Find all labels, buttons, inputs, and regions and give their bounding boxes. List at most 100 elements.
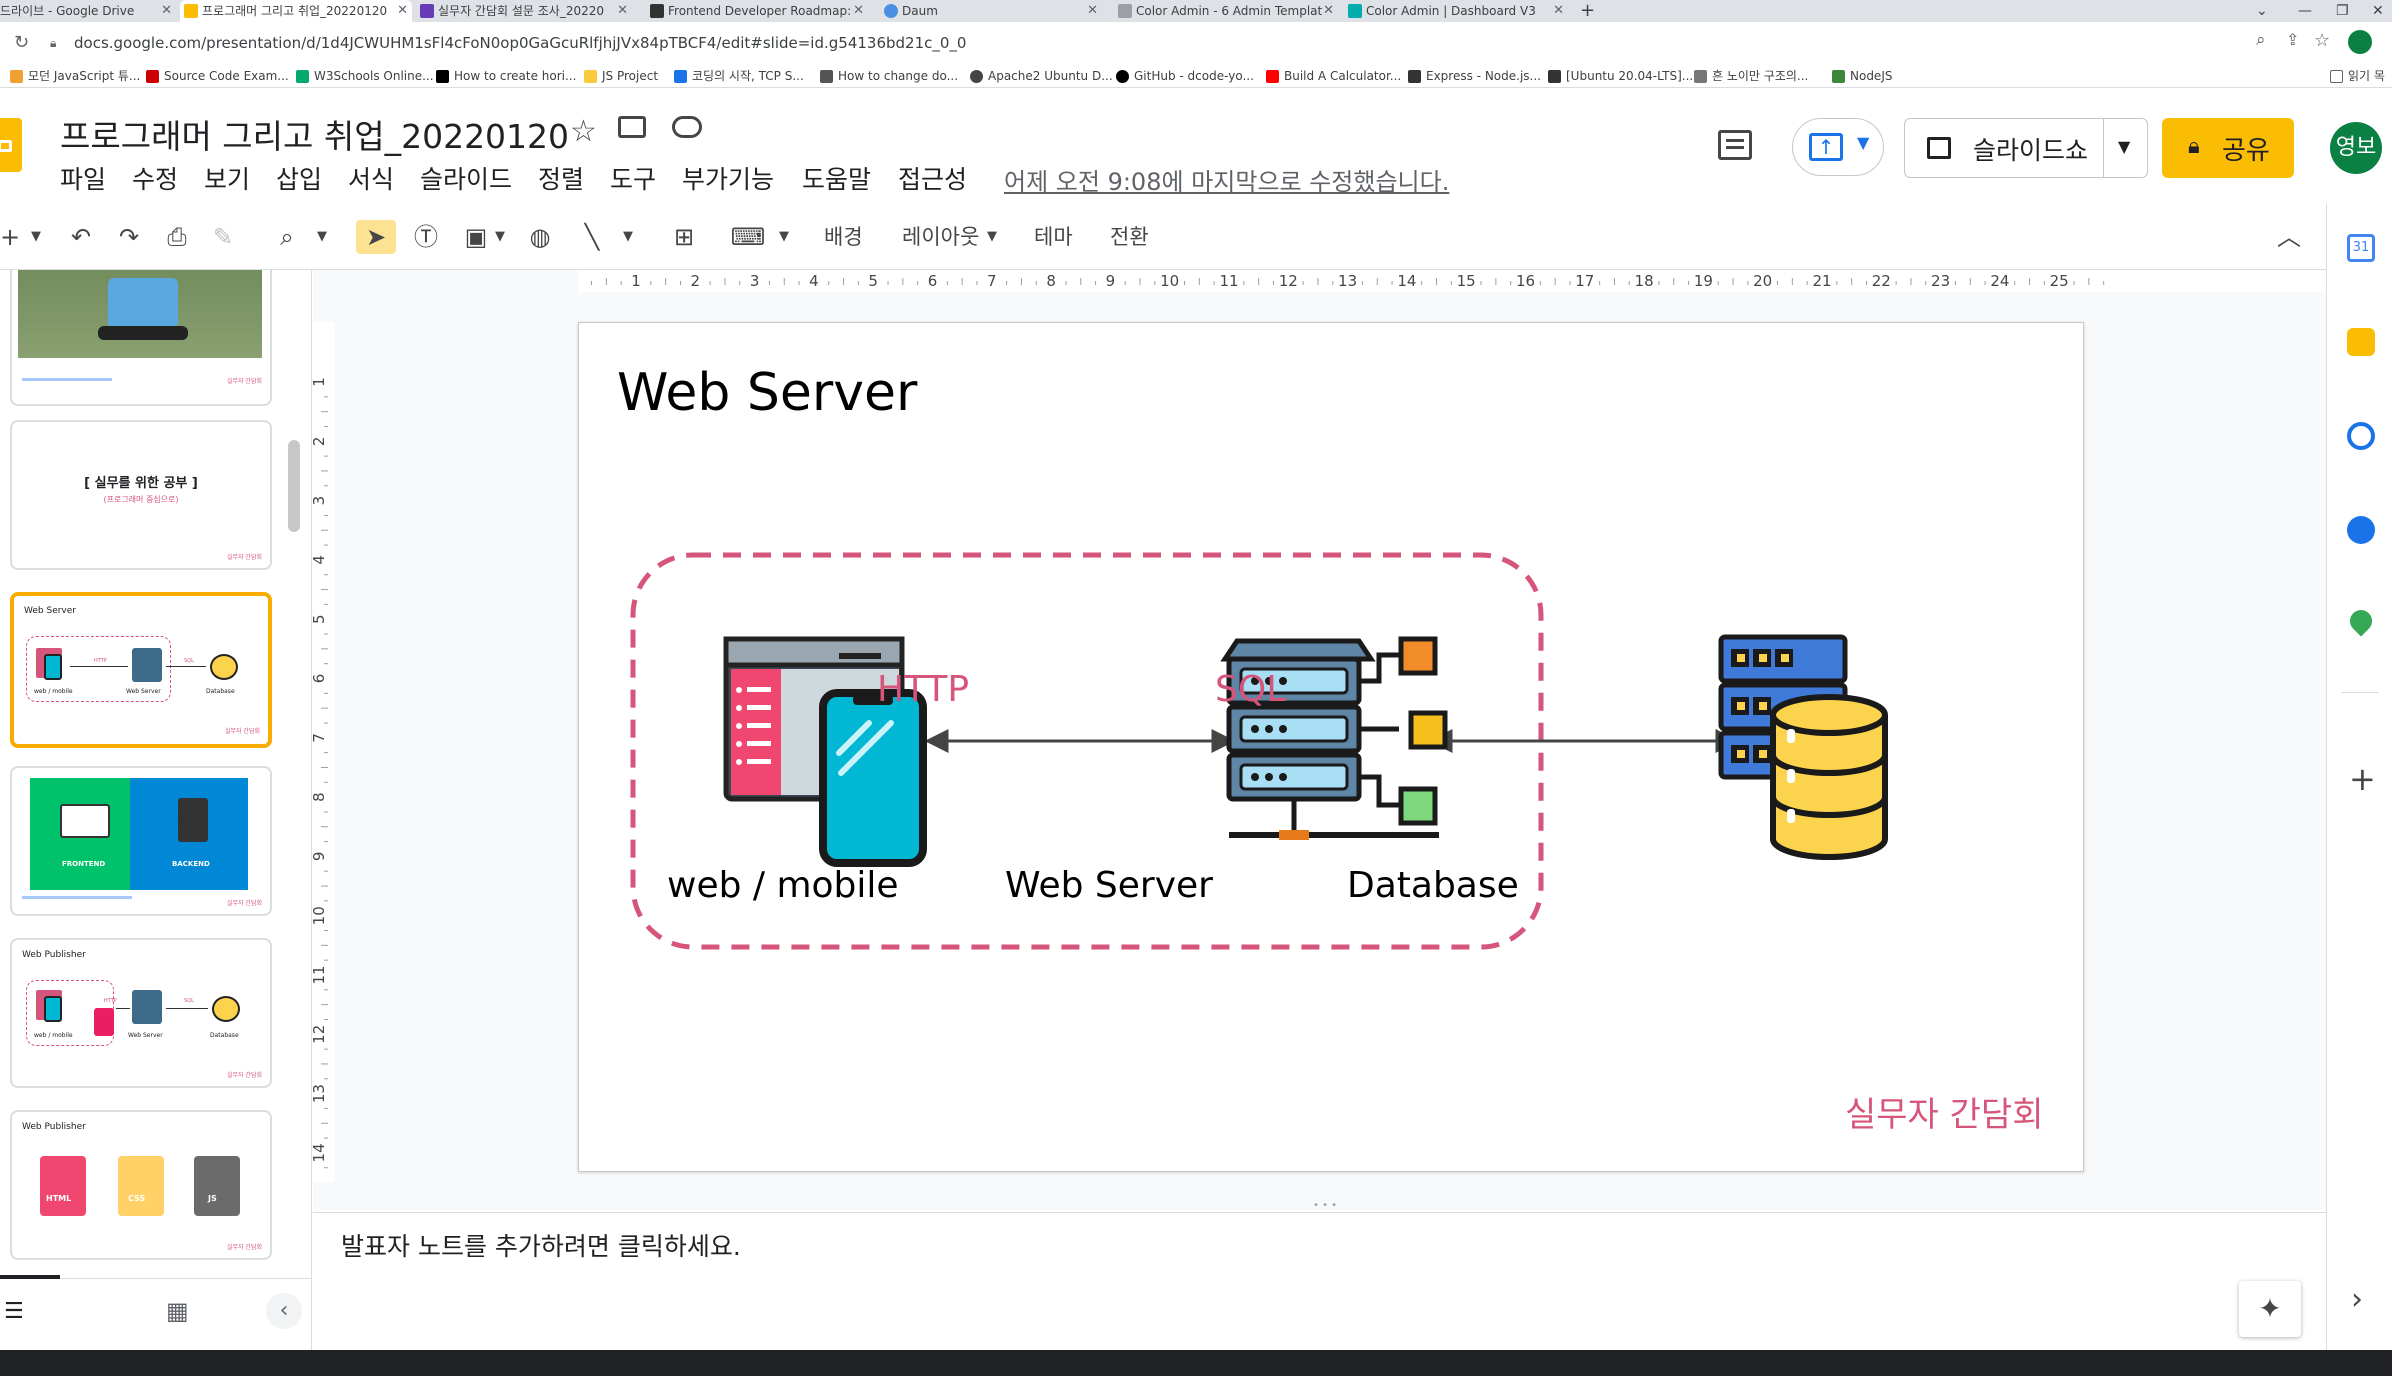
bookmark-star-icon[interactable]: ☆ [2314, 30, 2331, 51]
slideshow-options-button[interactable]: ▼ [2103, 119, 2147, 177]
slide-thumbnail[interactable]: FRONTEND BACKEND 실무자 간담회 [10, 766, 272, 916]
menu-accessibility[interactable]: 접근성 [898, 165, 968, 194]
input-tools-icon[interactable]: ⌨ [730, 223, 766, 251]
present-to-meeting-button[interactable]: ↑ ▼ [1792, 118, 1884, 176]
chevron-down-icon[interactable]: ▼ [623, 229, 633, 244]
share-button[interactable]: 🔒︎ 공유 [2162, 118, 2294, 178]
maps-icon[interactable] [2345, 605, 2377, 637]
chevron-down-icon[interactable]: ▼ [317, 229, 327, 244]
web-server-label[interactable]: Web Server [1005, 865, 1213, 906]
cloud-saved-icon[interactable] [672, 116, 702, 138]
print-icon[interactable]: ⎙ [167, 223, 187, 251]
chevron-down-icon[interactable]: ▼ [31, 229, 41, 244]
bookmark-item[interactable]: Apache2 Ubuntu D... [970, 64, 1113, 88]
minimize-icon[interactable]: — [2298, 3, 2312, 19]
reload-icon[interactable]: ↻ [14, 32, 30, 53]
bookmark-item[interactable]: [Ubuntu 20.04-LTS]... [1548, 64, 1693, 88]
zoom-icon[interactable]: ⌕ [2256, 30, 2266, 50]
collapse-toolbar-icon[interactable]: ︿ [2277, 223, 2301, 251]
line-icon[interactable]: ╲ [584, 223, 600, 251]
browser-tab[interactable]: Color Admin | Dashboard V3 ✕ [1344, 0, 1568, 22]
shape-icon[interactable]: ◍ [529, 223, 551, 251]
url-field[interactable]: docs.google.com/presentation/d/1d4JCWUHM… [74, 34, 967, 52]
browser-tab[interactable]: Daum ✕ [880, 0, 1102, 22]
slides-logo-icon[interactable] [0, 118, 22, 172]
bookmark-item[interactable]: 코딩의 시작, TCP S... [674, 64, 804, 88]
menu-slide[interactable]: 슬라이드 [420, 165, 513, 194]
slide-thumbnail[interactable]: [ 실무를 위한 공부 ] (프로그래머 중심으로) 실무자 간담회 [10, 420, 272, 570]
slide-canvas[interactable]: Web Server [578, 322, 2084, 1172]
select-arrow-icon[interactable]: ➤ [356, 220, 396, 254]
add-addon-icon[interactable]: + [2349, 760, 2376, 798]
menu-tools[interactable]: 도구 [610, 165, 657, 194]
bookmark-item[interactable]: 모던 JavaScript 튜... [10, 64, 140, 88]
document-title[interactable]: 프로그래머 그리고 취업_20220120 [60, 117, 570, 156]
last-edit-link[interactable]: 어제 오전 9:08에 마지막으로 수정했습니다. [1004, 168, 1450, 196]
background-button[interactable]: 배경 [824, 225, 863, 249]
chevron-down-icon[interactable]: ▼ [987, 229, 997, 244]
tasks-icon[interactable] [2347, 422, 2375, 450]
menu-addons[interactable]: 부가기능 [682, 165, 775, 194]
menu-file[interactable]: 파일 [60, 165, 107, 194]
close-icon[interactable]: ✕ [853, 3, 864, 18]
reading-list[interactable]: 읽기 목 [2330, 64, 2385, 88]
close-icon[interactable]: ✕ [1323, 3, 1334, 18]
bookmark-item[interactable]: Express - Node.js... [1408, 64, 1541, 88]
bookmark-item[interactable]: NodeJS [1832, 64, 1892, 88]
menu-insert[interactable]: 삽입 [276, 165, 323, 194]
notes-placeholder[interactable]: 발표자 노트를 추가하려면 클릭하세요. [341, 1232, 741, 1261]
browser-tab[interactable]: Frontend Developer Roadmap: ✕ [646, 0, 868, 22]
web-mobile-label[interactable]: web / mobile [667, 865, 899, 906]
new-slide-icon[interactable]: + [0, 223, 21, 251]
lock-icon[interactable]: 🔒︎ [50, 36, 57, 50]
slide-title[interactable]: Web Server [617, 363, 918, 423]
browser-tab[interactable]: 드라이브 - Google Drive ✕ [0, 0, 176, 22]
bookmark-item[interactable]: How to create hori... [436, 64, 576, 88]
bookmark-item[interactable]: Build A Calculator... [1266, 64, 1401, 88]
chevron-left-icon[interactable]: ‹ [266, 1293, 302, 1329]
bookmark-item[interactable]: 흔 노이만 구조의... [1694, 64, 1808, 88]
contacts-icon[interactable] [2347, 516, 2375, 544]
transition-button[interactable]: 전환 [1110, 225, 1149, 249]
close-icon[interactable]: ✕ [161, 3, 172, 18]
slide-thumbnail[interactable]: Web Publisher HTML CSS JS 실무자 간담회 [10, 1110, 272, 1260]
slide-thumbnail[interactable]: Web Publisher HTTP SQL web / mobile Web … [10, 938, 272, 1088]
redo-icon[interactable]: ↷ [118, 223, 140, 251]
explore-icon[interactable]: ✦ [2239, 1281, 2301, 1337]
menu-arrange[interactable]: 정렬 [538, 165, 585, 194]
close-window-icon[interactable]: ✕ [2372, 3, 2384, 19]
new-tab-button[interactable]: + [1580, 0, 1596, 21]
menu-edit[interactable]: 수정 [132, 165, 179, 194]
bookmark-item[interactable]: Source Code Exam... [146, 64, 289, 88]
bookmark-item[interactable]: JS Project [584, 64, 658, 88]
account-avatar[interactable]: 영보 [2330, 122, 2382, 174]
bookmark-item[interactable]: W3Schools Online... [296, 64, 434, 88]
comments-icon[interactable] [1718, 130, 1752, 160]
menu-format[interactable]: 서식 [348, 165, 395, 194]
grid-view-icon[interactable]: ▦ [166, 1297, 189, 1325]
close-icon[interactable]: ✕ [1553, 3, 1564, 18]
slideshow-button[interactable]: 슬라이드쇼 [1905, 119, 2103, 177]
profile-avatar[interactable] [2348, 30, 2372, 54]
speaker-notes[interactable]: 발표자 노트를 추가하려면 클릭하세요. ✦ [313, 1212, 2326, 1350]
image-icon[interactable]: ▣ [464, 223, 488, 251]
bookmark-item[interactable]: GitHub - dcode-yo... [1116, 64, 1254, 88]
http-label[interactable]: HTTP [877, 669, 970, 710]
sql-label[interactable]: SQL [1215, 669, 1287, 710]
move-folder-icon[interactable] [618, 116, 646, 138]
tab-search-icon[interactable]: ⌄ [2256, 3, 2268, 19]
add-comment-icon[interactable]: ⊞ [673, 223, 695, 251]
theme-button[interactable]: 테마 [1034, 225, 1073, 249]
close-icon[interactable]: ✕ [1087, 3, 1098, 18]
chevron-right-icon[interactable]: › [2351, 1282, 2363, 1317]
browser-tab[interactable]: Color Admin - 6 Admin Templat ✕ [1114, 0, 1338, 22]
zoom-icon[interactable]: ⌕ [280, 223, 294, 251]
share-page-icon[interactable]: ⇪ [2286, 30, 2300, 49]
calendar-icon[interactable]: 31 [2347, 234, 2375, 262]
database-label[interactable]: Database [1347, 865, 1519, 906]
slide-footer-tag[interactable]: 실무자 간담회 [1845, 1095, 2044, 1135]
keep-icon[interactable] [2347, 328, 2375, 356]
menu-help[interactable]: 도움말 [802, 165, 872, 194]
close-icon[interactable]: ✕ [617, 3, 628, 18]
browser-tab-active[interactable]: 프로그래머 그리고 취업_20220120 ✕ [180, 0, 412, 22]
